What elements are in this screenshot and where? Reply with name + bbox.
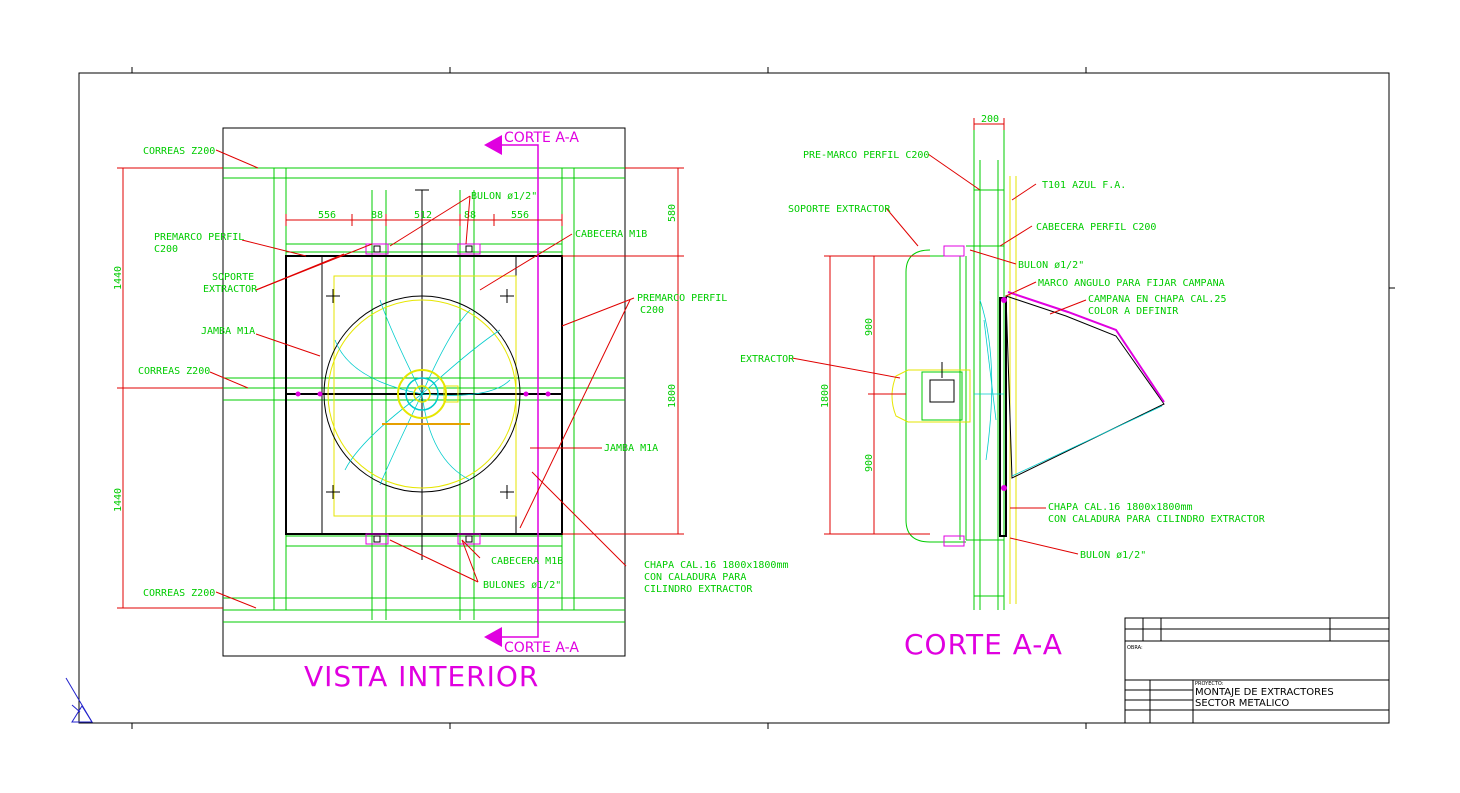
dim-1440-bottom: 1440: [113, 488, 124, 512]
label-chapa-1: CHAPA CAL.16 1800x1800mm: [644, 560, 789, 571]
fan-ring-inner: [327, 299, 517, 489]
fan-ring: [323, 295, 521, 493]
section-dim-200: 200: [981, 114, 999, 125]
label-premarco-right-2: C200: [640, 305, 664, 316]
section-soporte: [905, 249, 966, 543]
section-dim-lines: [824, 118, 1005, 535]
label-chapa-2: CON CALADURA PARA: [644, 572, 746, 583]
label-soporte-1: SOPORTE: [212, 272, 254, 283]
drawing-border: [78, 72, 1390, 724]
section-dim-900-lower: 900: [864, 454, 875, 472]
label-correas-mid: CORREAS Z200: [138, 366, 210, 377]
section-dim-900-upper: 900: [864, 318, 875, 336]
bolt-marks: [295, 243, 551, 545]
section-label-bulon-bottom: BULON ø1/2": [1080, 550, 1146, 561]
title-block-obra: OBRA:: [1127, 645, 1143, 651]
section-campana-edge: [1007, 291, 1165, 403]
section-campana-lines: [1011, 405, 1163, 477]
section-motor: [891, 369, 971, 423]
label-cabecera-bottom: CABECERA M1B: [491, 556, 563, 567]
section-leaders: [791, 153, 1087, 555]
fan-hub: [397, 369, 459, 419]
section-chapa: [999, 297, 1007, 537]
dim-1440-top: 1440: [113, 266, 124, 290]
label-soporte-2: EXTRACTOR: [203, 284, 258, 295]
section-label-marco: MARCO ANGULO PARA FIJAR CAMPANA: [1038, 278, 1225, 289]
corte-title: CORTE A-A: [904, 628, 1063, 661]
dim-512: 512: [414, 210, 432, 221]
border-ticks: [131, 67, 1395, 729]
section-motor-box: [921, 371, 963, 421]
section-label-cabecera: CABECERA PERFIL C200: [1036, 222, 1156, 233]
section-bolts: [943, 245, 1007, 547]
interior-leaders: [209, 149, 635, 609]
fan-blades: [334, 299, 511, 486]
label-premarco-left-2: C200: [154, 244, 178, 255]
label-correas-top: CORREAS Z200: [143, 146, 215, 157]
cut-marker-bottom: CORTE A-A: [504, 640, 579, 656]
section-column: [959, 124, 1005, 610]
section-blades: [974, 299, 1004, 461]
dim-556-right: 556: [511, 210, 529, 221]
title-block-line-2: SECTOR METALICO: [1195, 698, 1289, 709]
label-correas-bottom: CORREAS Z200: [143, 588, 215, 599]
section-label-campana-2: COLOR A DEFINIR: [1088, 306, 1179, 317]
cross-marks: [326, 189, 514, 499]
dim-88-right: 88: [464, 210, 476, 221]
label-chapa-3: CILINDRO EXTRACTOR: [644, 584, 753, 595]
section-cladding: [1009, 176, 1017, 604]
section-label-chapa-2: CON CALADURA PARA CILINDRO EXTRACTOR: [1048, 514, 1266, 525]
section-label-premarco: PRE-MARCO PERFIL C200: [803, 150, 929, 161]
label-cabecera-top: CABECERA M1B: [575, 229, 647, 240]
cut-marker-top: CORTE A-A: [504, 130, 579, 146]
title-block-proyecto: PROYECTO:: [1195, 681, 1224, 687]
ucs-icon: [65, 677, 93, 723]
section-cut-line: [484, 135, 539, 647]
section-motor-inner: [929, 379, 955, 403]
section-label-t101: T101 AZUL F.A.: [1042, 180, 1126, 191]
label-bulon-top: BULON ø1/2": [471, 191, 537, 202]
soporte-frame: [333, 275, 517, 517]
section-campana: [1005, 295, 1165, 479]
dim-1800: 1800: [667, 384, 678, 408]
section-label-campana-1: CAMPANA EN CHAPA CAL.25: [1088, 294, 1226, 305]
label-premarco-left-1: PREMARCO PERFIL: [154, 232, 244, 243]
vista-interior-title: VISTA INTERIOR: [304, 660, 539, 693]
title-block-line-1: MONTAJE DE EXTRACTORES: [1195, 687, 1334, 698]
section-label-bulon-top: BULON ø1/2": [1018, 260, 1084, 271]
section-dim-1800: 1800: [820, 384, 831, 408]
dim-556-left: 556: [318, 210, 336, 221]
interior-frame: [222, 127, 626, 657]
interior-dim-lines: [117, 167, 684, 609]
section-label-chapa-1: CHAPA CAL.16 1800x1800mm: [1048, 502, 1193, 513]
dim-580: 580: [667, 204, 678, 222]
section-label-soporte: SOPORTE EXTRACTOR: [788, 204, 891, 215]
dim-88-left: 88: [371, 210, 383, 221]
label-jamba-left: JAMBA M1A: [201, 326, 255, 337]
label-bulones: BULONES ø1/2": [483, 580, 561, 591]
section-label-extractor: EXTRACTOR: [740, 354, 795, 365]
label-jamba-right: JAMBA M1A: [604, 443, 658, 454]
label-premarco-right-1: PREMARCO PERFIL: [637, 293, 727, 304]
title-block: [1124, 617, 1390, 724]
